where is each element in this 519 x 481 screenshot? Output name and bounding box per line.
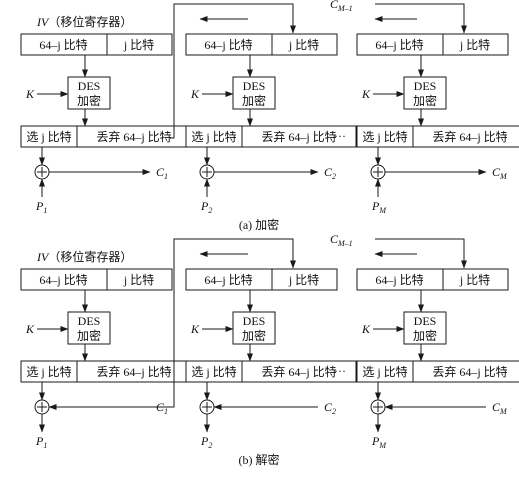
des-label: DES — [414, 79, 437, 93]
des-box — [403, 76, 447, 110]
plaintext-label: P1 — [35, 434, 47, 450]
select-label: 选 j 比特 — [26, 129, 71, 144]
ciphertext-label: CM — [492, 400, 508, 416]
discard-label: 丢弃 64–j 比特 — [96, 364, 171, 379]
shift-register-left-label: 64–j 比特 — [375, 37, 423, 52]
key-label: K — [25, 87, 35, 101]
feedback-path — [375, 3, 467, 34]
shift-register-right-label: j 比特 — [288, 272, 319, 287]
shift-register-right-label: j 比特 — [459, 37, 490, 52]
shift-register-left-label: 64–j 比特 — [375, 272, 423, 287]
des-label: DES — [78, 314, 101, 328]
shift-register-right-label: j 比特 — [123, 37, 154, 52]
des-label: DES — [243, 314, 266, 328]
iv-label: IV（移位寄存器） — [36, 14, 132, 29]
ciphertext-label: C1 — [156, 165, 168, 181]
shift-register-left-label: 64–j 比特 — [39, 272, 87, 287]
des-box — [232, 76, 276, 110]
des-encrypt-label: 加密 — [242, 328, 266, 343]
discard-label: 丢弃 64–j 比特 — [432, 364, 507, 379]
shift-register-left-label: 64–j 比特 — [204, 37, 252, 52]
iv-label: IV（移位寄存器） — [36, 249, 132, 264]
shift-register-box — [185, 33, 338, 56]
ciphertext-label: C1 — [156, 400, 168, 416]
discard-label: 丢弃 64–j 比特 — [96, 129, 171, 144]
select-label: 选 j 比特 — [191, 364, 236, 379]
des-label: DES — [78, 79, 101, 93]
discard-label: 丢弃 64–j 比特 — [432, 129, 507, 144]
ciphertext-label: C2 — [324, 165, 336, 181]
des-encrypt-label: 加密 — [413, 328, 437, 343]
shift-register-box — [185, 268, 338, 291]
feedback-path — [170, 3, 296, 139]
select-box — [356, 125, 519, 148]
plaintext-label: P1 — [35, 199, 47, 215]
plaintext-label: PM — [371, 199, 387, 215]
des-label: DES — [414, 314, 437, 328]
shift-register-left-label: 64–j 比特 — [39, 37, 87, 52]
panel-caption: (a) 加密 — [239, 217, 279, 232]
des-encrypt-label: 加密 — [413, 93, 437, 108]
des-box — [67, 76, 111, 110]
select-label: 选 j 比特 — [362, 129, 407, 144]
ellipsis: ··· — [334, 364, 346, 378]
shift-register-box — [356, 33, 509, 56]
des-box — [403, 311, 447, 345]
key-label: K — [361, 322, 371, 336]
discard-label: 丢弃 64–j 比特 — [261, 364, 336, 379]
select-box — [185, 360, 357, 383]
des-box — [67, 311, 111, 345]
shift-register-box — [20, 268, 173, 291]
shift-register-box — [356, 268, 509, 291]
select-label: 选 j 比特 — [362, 364, 407, 379]
key-label: K — [190, 322, 200, 336]
des-encrypt-label: 加密 — [242, 93, 266, 108]
select-box — [185, 125, 357, 148]
feedback-path — [375, 238, 467, 269]
key-label: K — [361, 87, 371, 101]
des-box — [232, 311, 276, 345]
plaintext-label: PM — [371, 434, 387, 450]
select-label: 选 j 比特 — [191, 129, 236, 144]
plaintext-label: P2 — [200, 199, 212, 215]
shift-register-right-label: j 比特 — [459, 272, 490, 287]
select-label: 选 j 比特 — [26, 364, 71, 379]
key-label: K — [25, 322, 35, 336]
select-box — [356, 360, 519, 383]
shift-register-right-label: j 比特 — [288, 37, 319, 52]
des-encrypt-label: 加密 — [77, 328, 101, 343]
panel-caption: (b) 解密 — [239, 452, 280, 467]
des-encrypt-label: 加密 — [77, 93, 101, 108]
shift-register-left-label: 64–j 比特 — [204, 272, 252, 287]
key-label: K — [190, 87, 200, 101]
c-feedback-label: CM–1 — [330, 0, 353, 13]
ciphertext-label: CM — [492, 165, 508, 181]
discard-label: 丢弃 64–j 比特 — [261, 129, 336, 144]
ellipsis: ··· — [334, 129, 346, 143]
shift-register-right-label: j 比特 — [123, 272, 154, 287]
ciphertext-label: C2 — [324, 400, 336, 416]
c-feedback-label: CM–1 — [330, 232, 353, 248]
shift-register-box — [20, 33, 173, 56]
plaintext-label: P2 — [200, 434, 212, 450]
des-label: DES — [243, 79, 266, 93]
